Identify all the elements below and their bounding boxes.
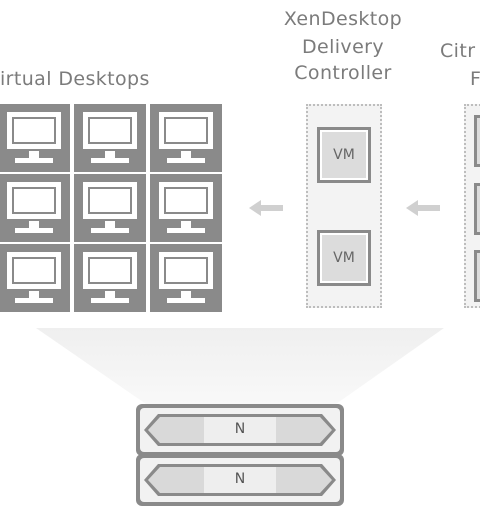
monitor-icon [81,250,139,291]
monitor-icon [5,110,63,151]
server-node-label: N [234,471,246,487]
vm-box: VM [317,127,371,183]
desktop-tile [0,104,70,172]
monitor-icon [157,110,215,151]
controller-label-line2: Delivery [301,36,385,58]
citrix-vm-box [474,115,480,167]
server-node-icon [136,404,344,456]
left-arrow-icon [406,200,440,216]
monitor-icon [157,250,215,291]
citrix-vm-box [474,183,480,235]
desktop-tile [74,174,146,242]
monitor-icon [81,180,139,221]
vm-box: VM [317,230,371,286]
left-arrow-icon [249,200,283,216]
virtual-desktops-label: irtual Desktops [0,68,150,90]
monitor-icon [81,110,139,151]
citrix-label-line2: F [470,68,480,90]
monitor-icon [5,250,63,291]
desktop-tile [0,244,70,312]
desktop-tile [74,104,146,172]
desktop-tile [150,244,222,312]
controller-label-line1: XenDesktop [283,8,403,30]
connection-beam [36,328,444,404]
server-node-label: N [234,421,246,437]
desktop-tile [74,244,146,312]
controller-label-line3: Controller [294,62,392,84]
desktop-grid [0,102,226,314]
monitor-icon [5,180,63,221]
desktop-tile [150,104,222,172]
server-node-icon [136,454,344,506]
citrix-vm-box [474,250,480,302]
desktop-tile [150,174,222,242]
monitor-icon [157,180,215,221]
citrix-label-line1: Citr [440,40,476,62]
desktop-tile [0,174,70,242]
